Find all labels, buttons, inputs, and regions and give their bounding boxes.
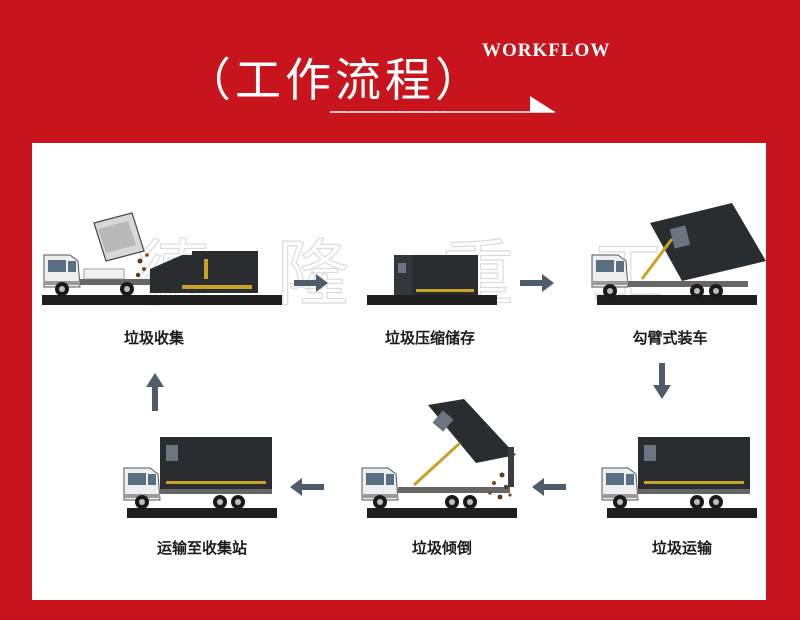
ground-step-4	[607, 508, 757, 518]
ground-step-5	[367, 508, 517, 518]
step-label-4: 垃圾运输	[651, 539, 713, 557]
title-underline	[330, 96, 555, 113]
arrow-up-6	[146, 373, 164, 411]
arrow-left-4	[532, 478, 566, 496]
header: （工作流程） WORKFLOW	[0, 0, 800, 140]
page-subtitle: WORKFLOW	[482, 40, 611, 61]
workflow-panel: 德 隆 重 工	[32, 143, 766, 600]
truck-step-6	[123, 437, 272, 509]
truck-step-3	[591, 203, 766, 298]
step-label-2: 垃圾压缩储存	[384, 329, 476, 347]
arrow-right-1	[294, 274, 328, 292]
arrow-right-2	[520, 274, 554, 292]
truck-step-5	[361, 399, 516, 509]
compactor-step-1	[150, 251, 258, 293]
ground-step-2	[367, 295, 497, 305]
container-step-2	[394, 255, 478, 295]
watermark-char-2: 隆	[276, 231, 350, 316]
ground-step-6	[127, 508, 277, 518]
step-label-3: 勾臂式装车	[632, 329, 708, 347]
truck-step-1	[43, 212, 170, 296]
arrow-down-3	[653, 363, 671, 399]
page-title: （工作流程）	[185, 53, 485, 107]
ground-step-3	[597, 295, 757, 305]
step-label-1: 垃圾收集	[123, 329, 185, 347]
truck-step-4	[601, 437, 750, 509]
step-label-6: 运输至收集站	[156, 539, 248, 557]
arrow-left-5	[290, 478, 324, 496]
workflow-illustration	[42, 203, 766, 518]
ground-step-1	[42, 295, 282, 305]
step-label-5: 垃圾倾倒	[411, 539, 473, 557]
